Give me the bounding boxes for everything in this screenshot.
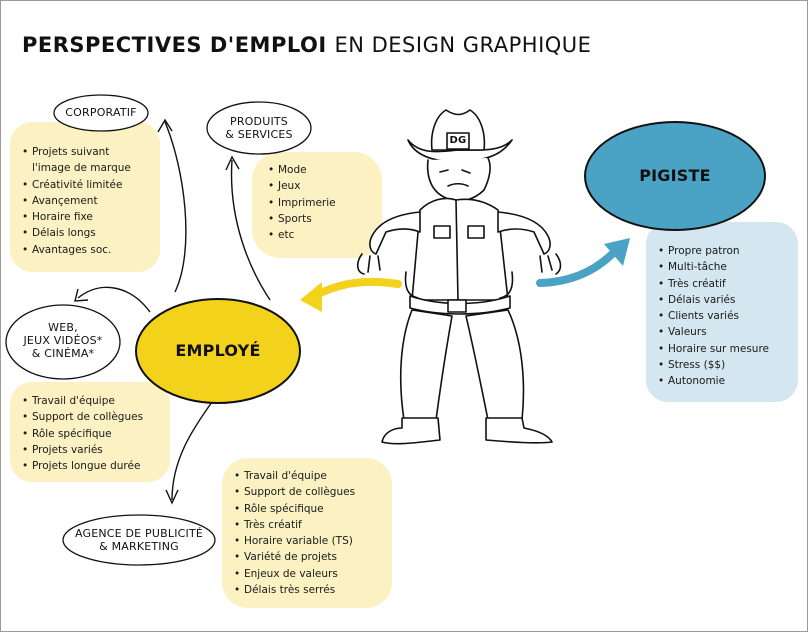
corporatif-item-2: Avançement xyxy=(22,193,131,209)
pigiste-item: Délais variés xyxy=(658,292,769,308)
produits-item: Jeux xyxy=(268,178,336,194)
pigiste-item: Propre patron xyxy=(658,243,769,259)
node-employe: EMPLOYÉ xyxy=(150,342,286,360)
agence-item: Support de collègues xyxy=(234,484,355,500)
cowboy-left-leg xyxy=(399,309,453,421)
corporatif-ellipse xyxy=(53,94,149,132)
arrowhead-web xyxy=(74,288,89,302)
node-agence-publicite: AGENCE DE PUBLICITÉ & MARKETING xyxy=(66,527,212,553)
cowboy-torso xyxy=(411,197,509,301)
node-web-jeux-cinema: WEB, JEUX VIDÉOS* & CINÉMA* xyxy=(10,321,116,360)
corporatif-item-4: Délais longs xyxy=(22,225,131,241)
arrowhead-agence xyxy=(165,489,179,505)
corporatif-item-3: Horaire fixe xyxy=(22,209,131,225)
yellow-arrow-to-employe xyxy=(308,277,402,301)
web-label-3: & CINÉMA* xyxy=(31,347,95,360)
agence-item: Délais très serrés xyxy=(234,582,355,598)
arrow-to-agence xyxy=(171,401,213,501)
cowboy-right-boot xyxy=(485,417,553,444)
agence-label-1: AGENCE DE PUBLICITÉ xyxy=(74,527,204,540)
agence-label-2: & MARKETING xyxy=(99,540,179,553)
arrowhead-produits xyxy=(225,155,240,171)
agence-list: Travail d'équipe Support de collègues Rô… xyxy=(234,468,355,598)
web-item: Rôle spécifique xyxy=(22,426,143,442)
cowboy-right-leg xyxy=(465,309,525,421)
produits-label-2: & SERVICES xyxy=(225,128,293,141)
title-bold: PERSPECTIVES D'EMPLOI xyxy=(22,33,327,57)
node-produits-services: PRODUITS & SERVICES xyxy=(208,115,310,141)
pigiste-item: Clients variés xyxy=(658,308,769,324)
arrow-to-produits xyxy=(230,159,271,301)
diagram-title: PERSPECTIVES D'EMPLOI EN DESIGN GRAPHIQU… xyxy=(22,33,591,57)
node-corporatif: CORPORATIF xyxy=(56,106,146,119)
agence-item: Enjeux de valeurs xyxy=(234,566,355,582)
pigiste-item: Très créatif xyxy=(658,276,769,292)
produits-item: Sports xyxy=(268,211,336,227)
cowboy-right-arm xyxy=(497,211,551,255)
produits-item: Mode xyxy=(268,162,336,178)
pigiste-list: Propre patron Multi-tâche Très créatif D… xyxy=(658,243,769,390)
produits-list: Mode Jeux Imprimerie Sports etc xyxy=(268,162,336,243)
produits-ellipse xyxy=(206,101,312,155)
hat-badge-text: DG xyxy=(449,135,467,146)
corporatif-item-5: Avantages soc. xyxy=(22,242,131,258)
arrowhead-corporatif xyxy=(157,118,173,133)
agence-item: Travail d'équipe xyxy=(234,468,355,484)
title-rest: EN DESIGN GRAPHIQUE xyxy=(334,33,592,57)
agence-item: Très créatif xyxy=(234,517,355,533)
corporatif-label: CORPORATIF xyxy=(65,106,137,119)
web-item: Projets variés xyxy=(22,442,143,458)
produits-item: Imprimerie xyxy=(268,195,336,211)
web-item: Support de collègues xyxy=(22,409,143,425)
arrow-to-web xyxy=(77,286,151,313)
pigiste-item: Horaire sur mesure xyxy=(658,341,769,357)
cowboy-left-arm xyxy=(369,211,421,255)
node-pigiste: PIGISTE xyxy=(612,167,738,185)
arrow-to-corporatif xyxy=(164,121,187,293)
pigiste-item: Autonomie xyxy=(658,373,769,389)
web-label-2: JEUX VIDÉOS* xyxy=(23,334,103,347)
pigiste-item: Multi-tâche xyxy=(658,259,769,275)
agence-item: Variété de projets xyxy=(234,549,355,565)
web-list: Travail d'équipe Support de collègues Rô… xyxy=(22,393,143,474)
produits-label-1: PRODUITS xyxy=(229,115,288,128)
hat-badge-shape xyxy=(446,132,470,150)
web-label-1: WEB, xyxy=(48,321,78,334)
employe-ellipse xyxy=(135,298,301,404)
yellow-arrowhead xyxy=(300,282,322,312)
blue-arrowhead xyxy=(604,238,630,266)
pigiste-item: Valeurs xyxy=(658,324,769,340)
cowboy-head xyxy=(426,157,491,202)
produits-item: etc xyxy=(268,227,336,243)
agence-item: Rôle spécifique xyxy=(234,501,355,517)
agence-item: Horaire variable (TS) xyxy=(234,533,355,549)
cowboy-character xyxy=(356,109,562,445)
web-ellipse xyxy=(5,304,121,380)
web-item: Projets longue durée xyxy=(22,458,143,474)
web-item: Travail d'équipe xyxy=(22,393,143,409)
pigiste-item: Stress ($$) xyxy=(658,357,769,373)
agence-ellipse xyxy=(62,514,216,566)
cowboy-hat-crown xyxy=(430,109,486,151)
pigiste-label: PIGISTE xyxy=(639,166,711,185)
employe-label: EMPLOYÉ xyxy=(175,341,261,360)
blue-arrow-to-pigiste xyxy=(536,244,622,287)
pigiste-ellipse xyxy=(584,121,766,231)
cowboy-left-boot xyxy=(381,417,441,445)
corporatif-item-1: Créativité limitée xyxy=(22,177,131,193)
